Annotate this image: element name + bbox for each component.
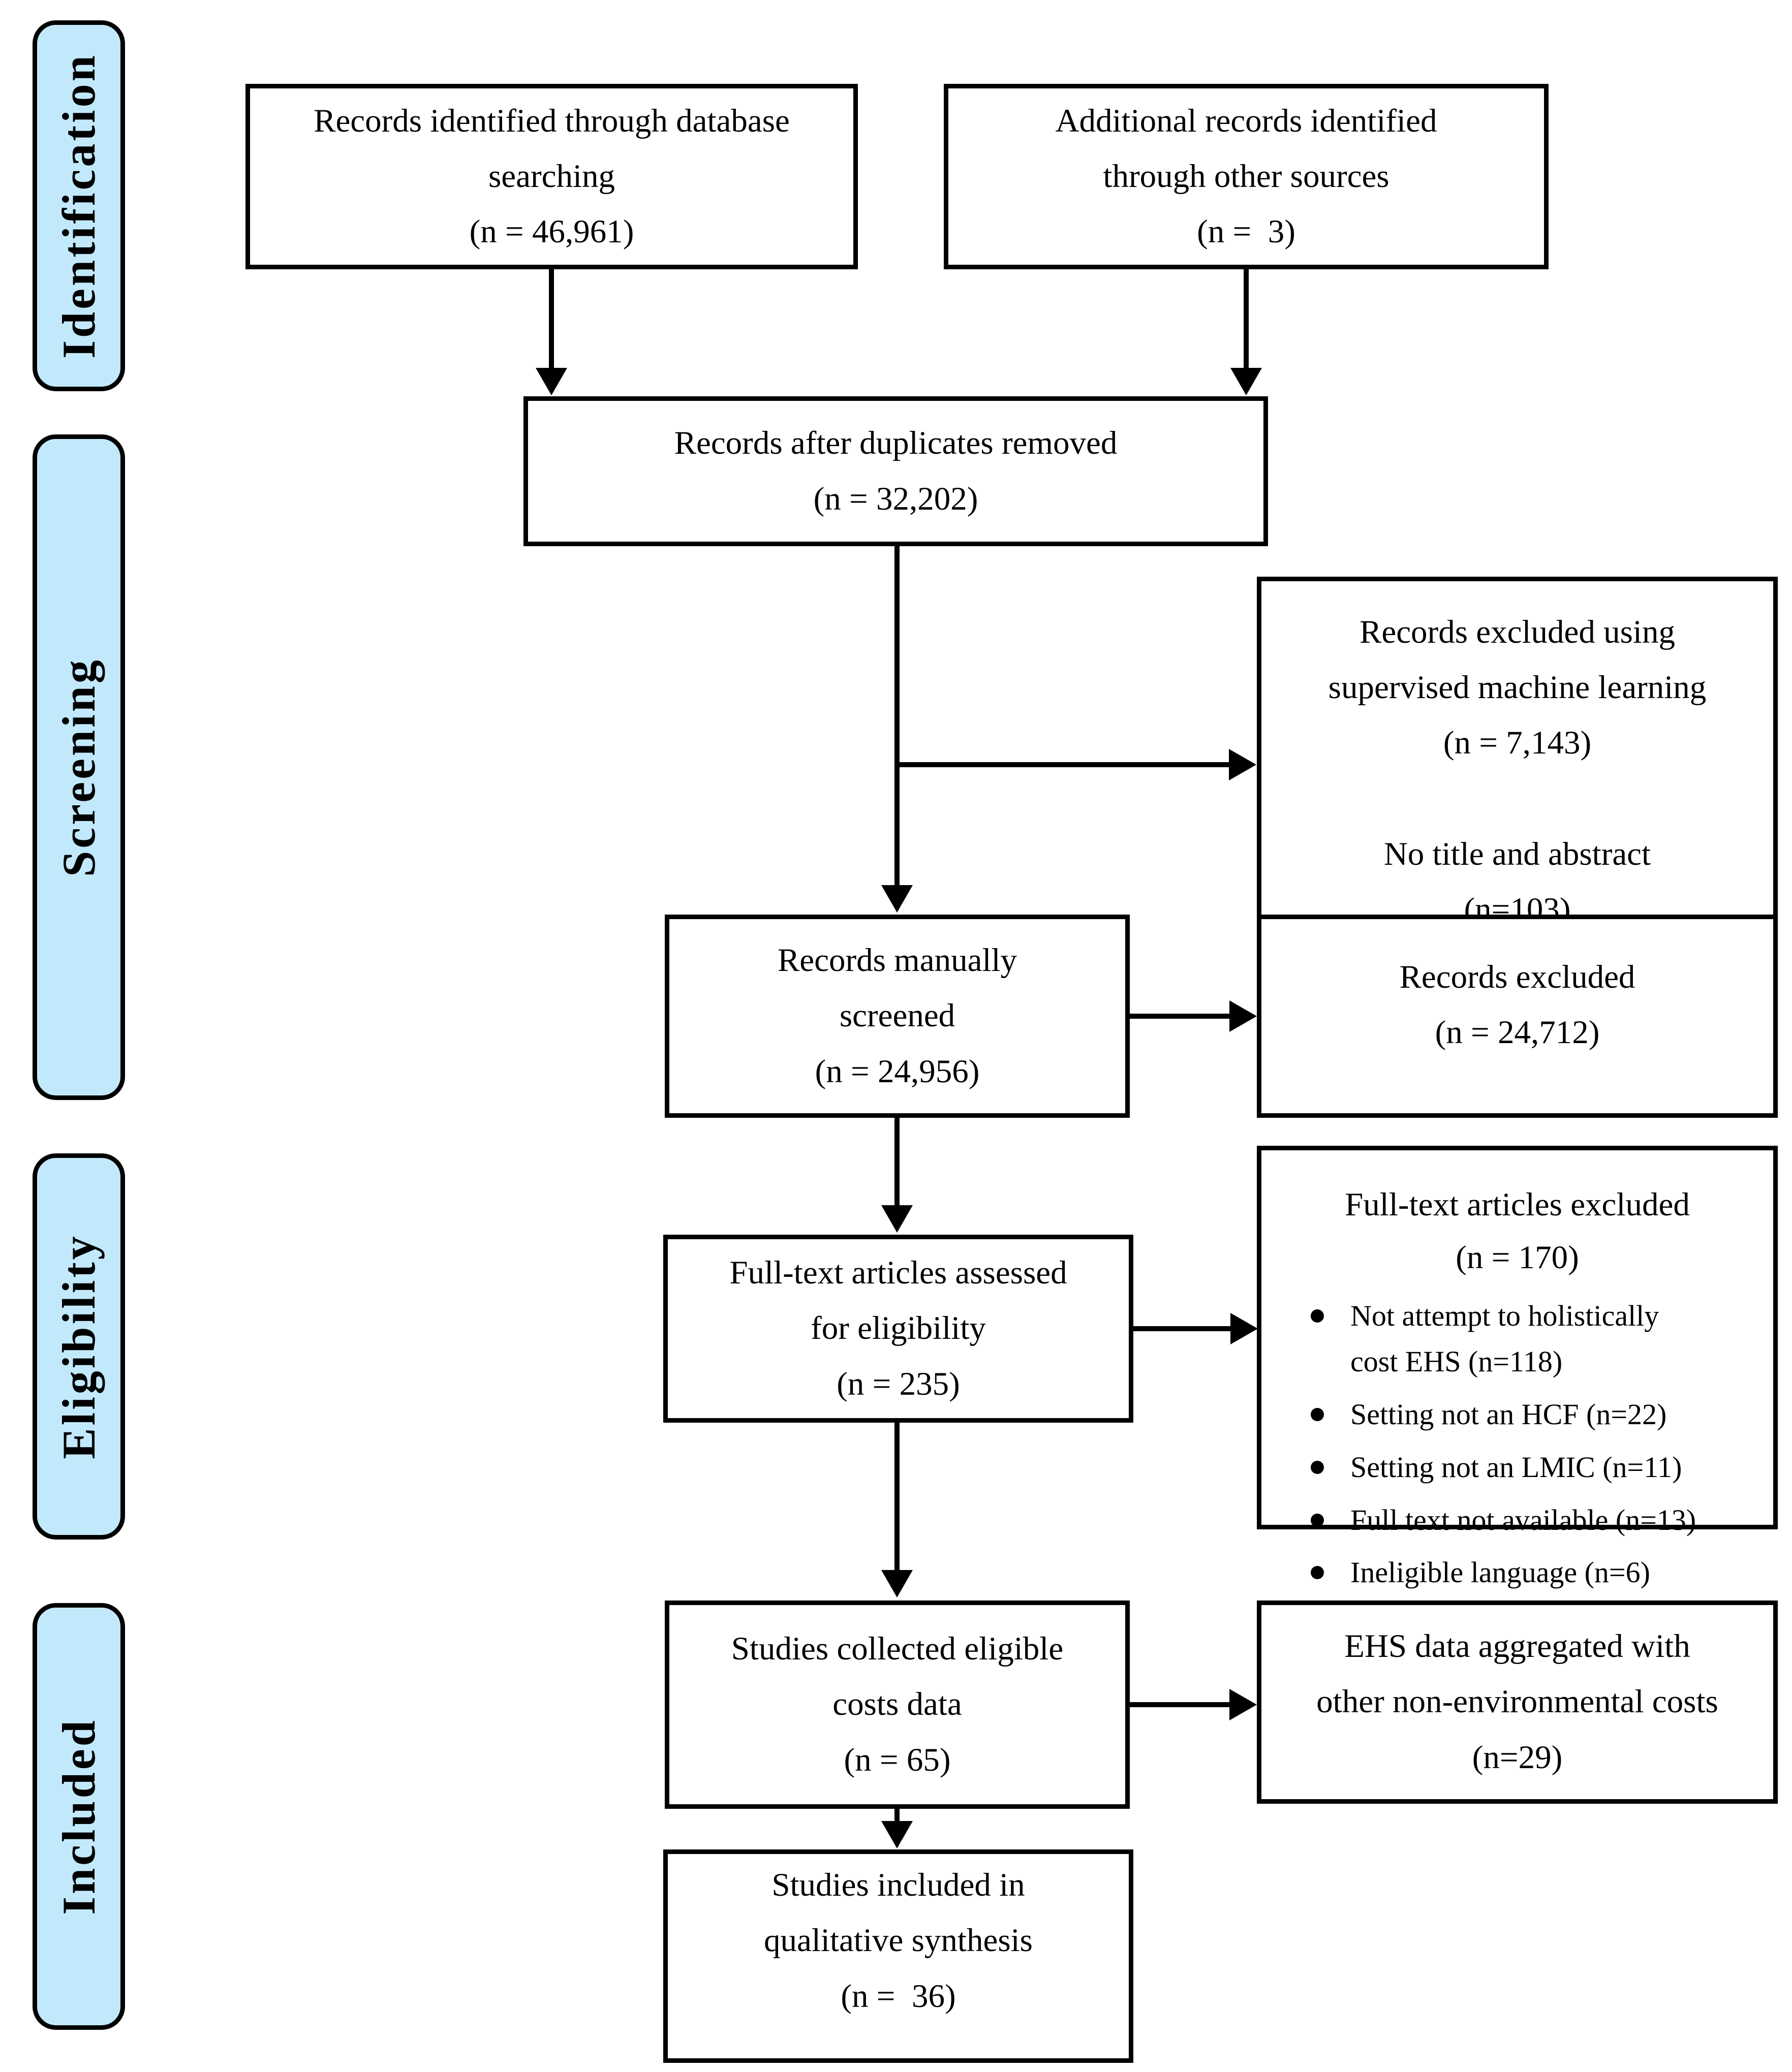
phase-label-screening: Screening <box>33 434 125 1100</box>
arrow-dedup-to-screened-line <box>894 546 900 888</box>
arrow-fulltext-to-excluded-head <box>1230 1313 1258 1344</box>
phase-label-identification: Identification <box>33 20 125 391</box>
arrow-screened-to-excluded-line <box>1130 1014 1231 1019</box>
arrow-additional-to-dedup-head <box>1230 368 1262 395</box>
bullet-icon <box>1284 1497 1350 1527</box>
bullet-icon <box>1284 1550 1350 1579</box>
arrow-branch-to-ml-excluded-line <box>897 762 1230 767</box>
box-studies-included: Studies included in qualitative synthesi… <box>663 1849 1133 2063</box>
box-manually-screened: Records manually screened (n = 24,956) <box>665 915 1130 1118</box>
phase-label-text: Identification <box>53 53 105 359</box>
arrow-collected-to-included-line <box>894 1809 900 1825</box>
bullet-icon <box>1284 1293 1350 1323</box>
arrow-branch-to-ml-excluded-head <box>1229 749 1256 780</box>
arrow-fulltext-to-excluded-line <box>1133 1326 1232 1331</box>
arrow-fulltext-to-collected-head <box>881 1570 913 1597</box>
box-text: Studies collected eligible costs data (n… <box>731 1630 1064 1778</box>
arrow-screened-to-excluded-head <box>1229 1000 1257 1032</box>
arrow-collected-to-aggregated-head <box>1229 1689 1257 1720</box>
box-text: Records identified through database sear… <box>314 102 790 250</box>
box-records-excluded: Records excluded (n = 24,712) <box>1257 915 1778 1118</box>
box-text: EHS data aggregated with other non-envir… <box>1316 1628 1718 1776</box>
box-text: Records manually screened (n = 24,956) <box>777 942 1017 1090</box>
exclusion-reason-item: Setting not an LMIC (n=11) <box>1284 1445 1758 1490</box>
box-ml-excluded: Records excluded using supervised machin… <box>1257 577 1778 965</box>
arrow-screened-to-fulltext-line <box>894 1118 900 1208</box>
box-text: Records after duplicates removed (n = 32… <box>674 425 1118 517</box>
exclusion-reason-item: Not attempt to holistically cost EHS (n=… <box>1284 1293 1758 1385</box>
box-text: Additional records identified through ot… <box>1055 102 1437 250</box>
box-text: Records excluded (n = 24,712) <box>1399 959 1635 1051</box>
box-fulltext-excluded: Full-text articles excluded (n = 170) No… <box>1257 1146 1778 1589</box>
box-additional-records: Additional records identified through ot… <box>944 84 1549 269</box>
phase-label-eligibility: Eligibility <box>33 1153 125 1540</box>
box-text: Full-text articles assessed for eligibil… <box>729 1254 1067 1402</box>
exclusion-reason-list: Not attempt to holistically cost EHS (n=… <box>1261 1293 1773 1603</box>
arrow-additional-to-dedup-line <box>1244 269 1249 371</box>
phase-label-text: Included <box>53 1718 105 1915</box>
box-studies-collected: Studies collected eligible costs data (n… <box>665 1600 1130 1809</box>
exclusion-reason-item: Setting not an HCF (n=22) <box>1284 1392 1758 1437</box>
exclusion-reason-text: Ineligible language (n=6) <box>1350 1556 1650 1589</box>
exclusion-reason-item: Ineligible language (n=6) <box>1284 1550 1758 1595</box>
box-ehs-aggregated: EHS data aggregated with other non-envir… <box>1257 1600 1778 1804</box>
box-records-identified: Records identified through database sear… <box>245 84 858 269</box>
exclusion-reason-item: Full text not available (n=13) <box>1284 1497 1758 1543</box>
arrow-fulltext-to-collected-line <box>894 1423 900 1573</box>
bullet-icon <box>1284 1392 1350 1421</box>
exclusion-reason-text: Setting not an HCF (n=22) <box>1350 1397 1667 1431</box>
arrow-identified-to-dedup-head <box>536 368 567 395</box>
arrow-screened-to-fulltext-head <box>881 1205 913 1233</box>
phase-label-text: Eligibility <box>53 1234 105 1459</box>
exclusion-reason-text: Full text not available (n=13) <box>1350 1503 1696 1536</box>
box-text: Records excluded using supervised machin… <box>1328 613 1707 928</box>
arrow-identified-to-dedup-line <box>549 269 554 371</box>
phase-label-included: Included <box>33 1603 125 2030</box>
box-fulltext-assessed: Full-text articles assessed for eligibil… <box>663 1235 1133 1423</box>
arrow-dedup-to-screened-head <box>881 885 913 913</box>
phase-label-text: Screening <box>53 657 105 877</box>
arrow-collected-to-included-head <box>881 1821 913 1848</box>
arrow-collected-to-aggregated-line <box>1130 1702 1231 1707</box>
exclusion-reason-text: Not attempt to holistically cost EHS (n=… <box>1350 1299 1659 1378</box>
box-text: Studies included in qualitative synthesi… <box>764 1867 1033 2015</box>
box-after-duplicates: Records after duplicates removed (n = 32… <box>523 396 1268 546</box>
box-heading: Full-text articles excluded (n = 170) <box>1345 1186 1690 1276</box>
bullet-icon <box>1284 1445 1350 1474</box>
exclusion-reason-text: Setting not an LMIC (n=11) <box>1350 1450 1682 1484</box>
